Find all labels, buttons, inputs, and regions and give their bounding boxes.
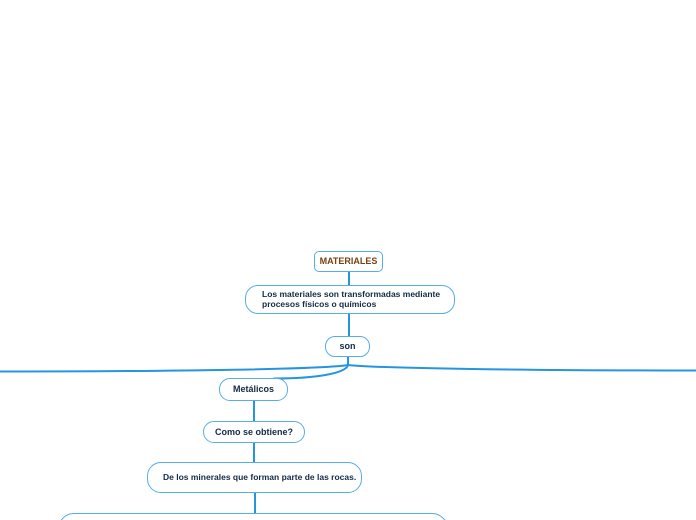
node-definition[interactable]: Los materiales son transformadas mediant… xyxy=(245,285,455,314)
node-son[interactable]: son xyxy=(325,336,370,357)
node-materiales-label: MATERIALES xyxy=(319,256,378,267)
node-son-label: son xyxy=(339,341,356,352)
node-metalicos[interactable]: Metálicos xyxy=(219,378,288,401)
connector-branch-right xyxy=(347,364,696,372)
node-como-se-obtiene-label: Como se obtiene? xyxy=(214,426,293,437)
node-bottom-partial[interactable] xyxy=(58,513,448,520)
node-metalicos-label: Metálicos xyxy=(232,384,274,395)
node-minerales[interactable]: De los minerales que forman parte de las… xyxy=(147,462,362,493)
node-definition-label: Los materiales son transformadas mediant… xyxy=(262,288,441,309)
node-minerales-label: De los minerales que forman parte de las… xyxy=(163,471,357,482)
node-materiales[interactable]: MATERIALES xyxy=(314,251,383,272)
node-como-se-obtiene[interactable]: Como se obtiene? xyxy=(203,421,305,443)
connector-branch-metalicos xyxy=(273,364,349,380)
connector-branch-left xyxy=(0,364,349,373)
